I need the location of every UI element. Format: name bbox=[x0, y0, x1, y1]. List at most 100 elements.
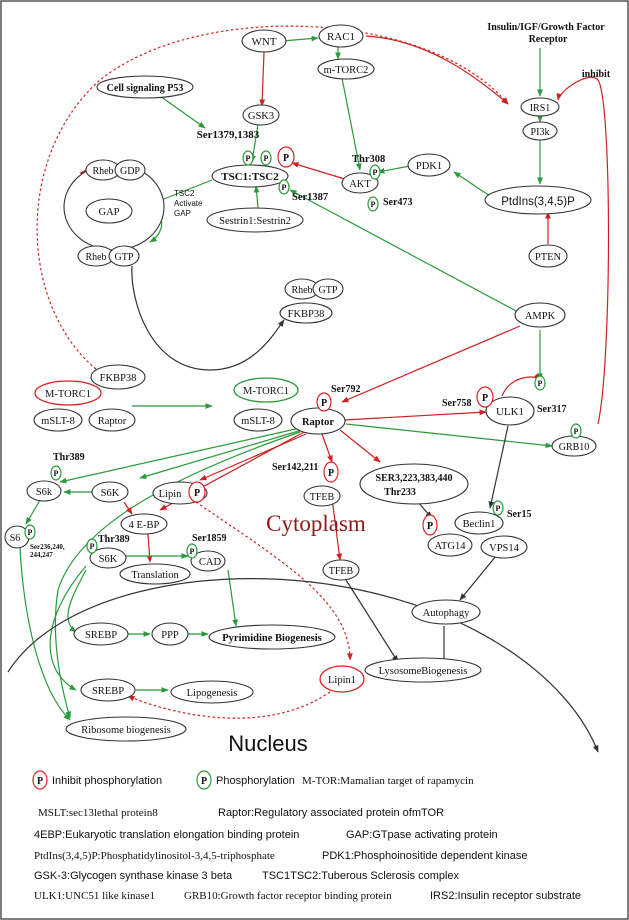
node-raptor-left bbox=[88, 408, 136, 432]
label-nucleus: Nucleus bbox=[228, 731, 307, 756]
edge-raptor-ser3 bbox=[339, 429, 381, 463]
edge-ptdins-pdk1 bbox=[453, 171, 491, 197]
node-p53-label: Cell signaling P53 bbox=[107, 83, 184, 94]
edge-pdk1-akt bbox=[377, 165, 411, 174]
node-akt-label: AKT bbox=[349, 179, 371, 190]
label-s6-sites-b: 244,247 bbox=[30, 551, 53, 559]
node-ser3 bbox=[359, 463, 469, 505]
node-pdk1 bbox=[407, 153, 451, 177]
node-vps14-label: VPS14 bbox=[489, 543, 520, 554]
node-lysosome-label: LysosomeBiogenesis bbox=[379, 666, 468, 677]
node-raptor-left-label: Raptor bbox=[98, 416, 127, 427]
node-raptor-right-label: Raptor bbox=[302, 417, 334, 428]
label-ser1387: Ser1387 bbox=[292, 192, 328, 203]
edge-tfeb-lysosome bbox=[345, 579, 399, 663]
p-phos-ser317 bbox=[534, 375, 546, 391]
node-mslt8-left bbox=[33, 408, 83, 432]
node-atg14 bbox=[427, 533, 473, 557]
node-pyrimidine bbox=[208, 624, 336, 650]
edge-s6k-srebp bbox=[67, 569, 87, 633]
label-tsc2-c: GAP bbox=[174, 209, 191, 218]
node-ribosome-label: Ribosome biogenesis bbox=[81, 725, 171, 736]
node-lysosome bbox=[364, 657, 482, 683]
node-tfeb-top bbox=[303, 485, 341, 507]
edge-rheb-fkbp38 bbox=[131, 265, 285, 371]
node-s6k-low bbox=[89, 547, 127, 569]
node-mtorc1-left-label: M-TORC1 bbox=[45, 389, 91, 400]
node-s6k-mid bbox=[91, 481, 129, 503]
node-tsc1tsc2-label: TSC1:TSC2 bbox=[221, 171, 279, 183]
node-vps14 bbox=[480, 535, 528, 559]
p-phos-grb10 bbox=[570, 423, 582, 439]
node-mtorc1-right bbox=[233, 377, 299, 403]
node-fkbp38-top bbox=[279, 302, 333, 324]
node-lipin-label: Lipin bbox=[159, 489, 182, 500]
legend: P Inhibit phosphorylation P Phosphorylat… bbox=[32, 770, 581, 902]
node-gap bbox=[85, 198, 133, 224]
node-fkbp38-top-label: FKBP38 bbox=[288, 309, 325, 320]
legend-inhibit-icon bbox=[32, 770, 48, 790]
p-label: P bbox=[328, 468, 334, 479]
p-label: P bbox=[190, 547, 195, 556]
legend-tsc-def: TSC1TSC2:Tuberous Sclerosis complex bbox=[262, 870, 460, 882]
p-phos-cad bbox=[186, 543, 198, 559]
node-s6-label: S6 bbox=[10, 533, 21, 544]
node-rheb-gtp-a-label: Rheb bbox=[85, 252, 106, 263]
node-akt bbox=[341, 172, 379, 194]
node-beclin1 bbox=[454, 511, 504, 535]
node-lipogenesis-label: Lipogenesis bbox=[187, 688, 238, 699]
edge-mtorc2-akt bbox=[341, 77, 362, 171]
edge-feedback-irs1 bbox=[36, 25, 509, 379]
node-rheb-gdp-a-label: Rheb bbox=[92, 166, 113, 177]
node-pdk1-label: PDK1 bbox=[416, 161, 442, 172]
node-lipin1 bbox=[319, 665, 365, 693]
p-label: P bbox=[282, 183, 287, 192]
node-s6k-left bbox=[26, 480, 62, 502]
node-mslt8-left-label: mSLT-8 bbox=[41, 416, 75, 427]
node-pten-label: PTEN bbox=[535, 252, 562, 263]
node-sestrin bbox=[206, 207, 304, 233]
phospho-markers: P P P P P P P P P P P P P P P P P P bbox=[24, 146, 582, 559]
node-autophagy bbox=[411, 599, 481, 625]
label-receptor-2: Receptor bbox=[529, 34, 568, 45]
edges bbox=[7, 25, 610, 753]
edge-raptor-ulk1 bbox=[343, 409, 487, 421]
node-4ebp bbox=[120, 513, 168, 535]
edge-ampk-raptor bbox=[341, 325, 521, 403]
p-phos-thr308 bbox=[369, 164, 381, 180]
legend-ptdins-def: PtdIns(3,4,5)P:Phosphatidylinositol-3,4,… bbox=[34, 850, 275, 862]
legend-phos-label: Phosphorylation bbox=[216, 775, 295, 787]
node-tfeb-low-label: TFEB bbox=[329, 566, 354, 577]
node-srebp-top bbox=[73, 622, 129, 646]
node-ulk1-label: ULK1 bbox=[496, 406, 524, 418]
node-mtorc1-left bbox=[34, 380, 102, 406]
legend-grb-def: GRB10:Growth factor receptor binding pro… bbox=[184, 890, 392, 902]
node-rac1 bbox=[318, 24, 364, 48]
edge-raptor-s6k-mid bbox=[139, 429, 303, 479]
p-label: P bbox=[496, 504, 501, 513]
legend-mslt-def: MSLT:sec13lethal protein8 bbox=[38, 807, 158, 819]
edge-akt-tsc bbox=[291, 162, 349, 181]
edge-rac1-irs1 bbox=[365, 35, 509, 105]
node-irs1-label: IRS1 bbox=[530, 103, 551, 114]
legend-phos-icon bbox=[196, 770, 212, 790]
label-thr389-low: Thr389 bbox=[98, 534, 130, 545]
node-s6k-mid-label: S6K bbox=[101, 488, 120, 499]
node-srebp-low-label: SREBP bbox=[92, 686, 124, 697]
label-ser317: Ser317 bbox=[537, 404, 566, 415]
p-label: P bbox=[246, 154, 251, 163]
p-inhibit-lipin bbox=[188, 481, 206, 503]
node-irs1 bbox=[520, 97, 560, 117]
node-rheb-gdp-b bbox=[114, 159, 146, 181]
node-ser3-label: SER3,223,383,440 bbox=[376, 473, 453, 484]
p-label: P bbox=[482, 393, 488, 404]
p-phos-ser473 bbox=[367, 196, 379, 212]
node-4ebp-label: 4 E-BP bbox=[129, 520, 160, 531]
label-ser142: Ser142,211 bbox=[272, 462, 318, 473]
edge-wnt-rac1 bbox=[281, 35, 319, 42]
p-label: P bbox=[194, 488, 200, 499]
edge-raptor-lipin bbox=[199, 433, 307, 481]
label-inhibit: inhibit bbox=[582, 69, 611, 80]
p-label: P bbox=[371, 200, 376, 209]
